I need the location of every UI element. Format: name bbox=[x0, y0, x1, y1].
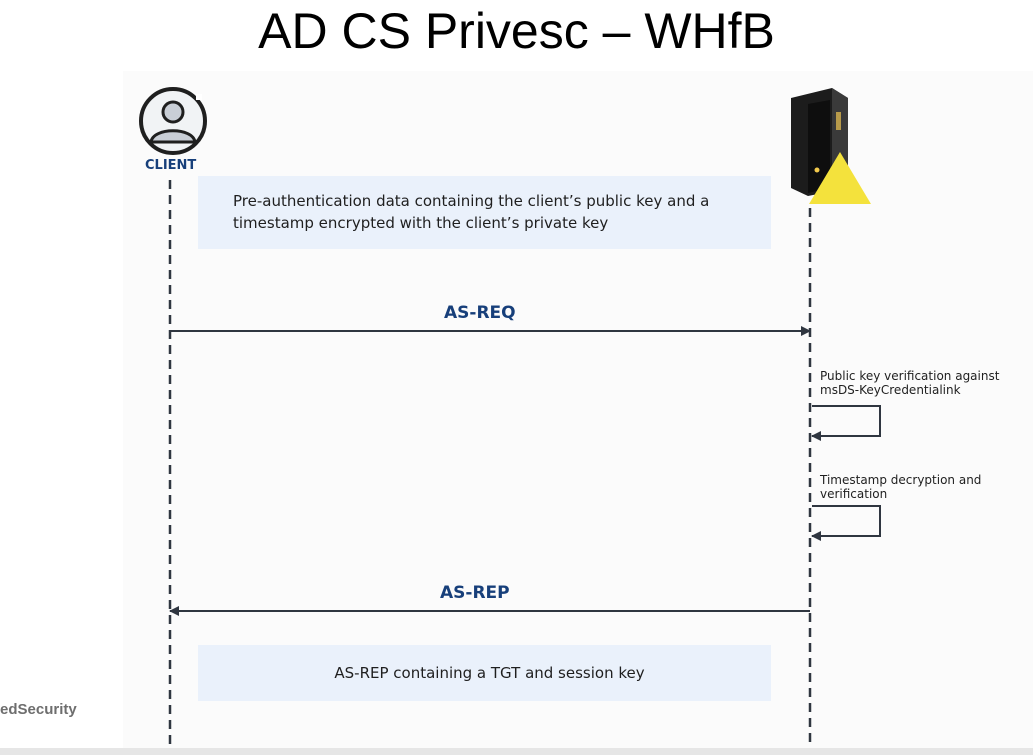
as-rep-note: AS-REP containing a TGT and session key bbox=[198, 645, 771, 701]
slide-title: AD CS Privesc – WHfB bbox=[258, 3, 775, 59]
timestamp-loop bbox=[811, 505, 881, 541]
key-verification-note: Public key verification against msDS-Key… bbox=[820, 369, 1000, 397]
key-verification-loop bbox=[811, 405, 881, 441]
watermark: edSecurity bbox=[0, 701, 77, 718]
bottom-strip bbox=[0, 748, 1033, 755]
client-avatar-icon bbox=[139, 87, 207, 155]
timestamp-note: Timestamp decryption and verification bbox=[820, 473, 982, 501]
as-rep-label: AS-REP bbox=[440, 583, 510, 603]
client-label: CLIENT bbox=[145, 158, 197, 173]
as-req-label: AS-REQ bbox=[444, 303, 516, 323]
pre-auth-note: Pre-authentication data containing the c… bbox=[198, 176, 771, 249]
warning-triangle-icon bbox=[809, 152, 871, 204]
